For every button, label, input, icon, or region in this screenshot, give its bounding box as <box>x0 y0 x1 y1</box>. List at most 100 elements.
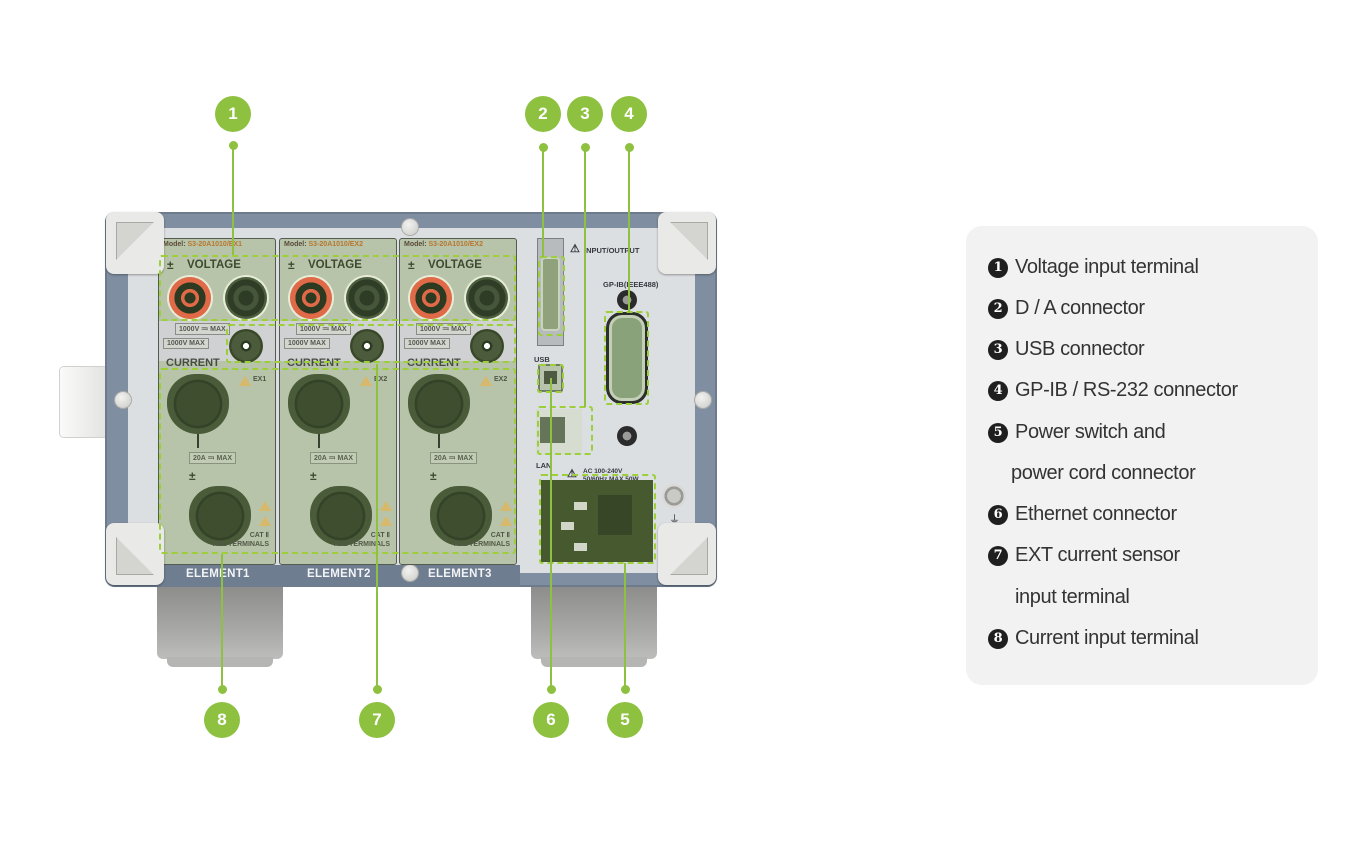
voltage-title: VOLTAGE <box>428 259 482 271</box>
legend-item-2: 2 D / A connector <box>988 297 1145 320</box>
shock-warning-icon <box>380 501 392 511</box>
current-rating: 20A ≕ MAX <box>430 452 478 464</box>
current-binding-post-bottom <box>310 486 372 546</box>
foot-right <box>531 587 657 667</box>
warning-icon <box>500 516 512 526</box>
inlet-pin <box>561 522 574 530</box>
gpib-connector <box>606 312 648 404</box>
element-label-2: ELEMENT2 <box>307 568 371 580</box>
ground-terminal <box>662 484 686 508</box>
callout-marker-1: 1 <box>215 96 251 132</box>
link-line <box>197 434 199 448</box>
current-rating: 20A ≕ MAX <box>189 452 237 464</box>
current-binding-post-top <box>288 374 350 434</box>
callout-marker-7: 7 <box>359 702 395 738</box>
warning-icon: ⚠ <box>570 243 580 255</box>
legend-number-badge: 1 <box>988 257 1008 278</box>
corner-bumper-bottom-left <box>106 523 164 585</box>
input-module-3: Model: S3-20A1010/EX2 ± VOLTAGE 1000V ≕ … <box>399 238 517 565</box>
ext-sensor-bnc <box>229 329 263 363</box>
callout-dot <box>547 685 556 694</box>
lan-label: LAN <box>536 461 552 470</box>
legend-text: Current input terminal <box>1015 627 1199 649</box>
side-handle <box>60 367 108 437</box>
legend-text: USB connector <box>1015 338 1145 360</box>
warning-icon <box>360 376 372 386</box>
usb-label: USB <box>534 355 550 364</box>
ext-label: EX2 <box>494 376 508 383</box>
legend-card: 1 Voltage input terminal 2 D / A connect… <box>966 226 1318 685</box>
voltage-rating-dc: 1000V ≕ MAX <box>296 323 351 335</box>
highlight-voltage-terminals <box>159 255 516 321</box>
legend-text: Power switch and <box>1015 421 1166 443</box>
input-output-label: INPUT/OUTPUT <box>584 246 640 255</box>
plus-minus-symbol: ± <box>288 258 295 272</box>
element-label-3: ELEMENT3 <box>428 568 492 580</box>
power-switch <box>598 495 632 535</box>
lan-connector <box>536 409 582 455</box>
current-rating: 20A ≕ MAX <box>310 452 358 464</box>
model-number: S3-20A1010/EX1 <box>187 241 242 248</box>
legend-item-5: 5 Power switch and <box>988 421 1166 444</box>
callout-marker-2: 2 <box>525 96 561 132</box>
inlet-pin <box>574 502 587 510</box>
gpib-label: GP-IB(IEEE488) <box>603 280 659 289</box>
callout-leader-3 <box>584 147 586 407</box>
legend-item-6: 6 Ethernet connector <box>988 503 1177 526</box>
voltage-jack-positive <box>410 277 452 319</box>
screw-left <box>115 392 131 408</box>
voltage-jack-positive <box>290 277 332 319</box>
current-binding-post-top <box>408 374 470 434</box>
voltage-jack-negative <box>225 277 267 319</box>
highlight-ext-sensor-terminals <box>226 324 516 363</box>
model-prefix: Model: <box>284 241 307 248</box>
callout-leader-4 <box>628 147 630 313</box>
callout-leader-8 <box>221 554 223 688</box>
current-title: CURRENT <box>166 357 220 369</box>
model-prefix: Model: <box>404 241 427 248</box>
shock-warning-icon <box>259 501 271 511</box>
element-label-strip <box>150 565 520 587</box>
input-module-1: Model: S3-20A1010/EX1 ± VOLTAGE 1000V ≕ … <box>158 238 276 565</box>
current-binding-post-bottom <box>430 486 492 546</box>
voltage-rating-dc: 1000V ≕ MAX <box>416 323 471 335</box>
callout-dot <box>373 685 382 694</box>
gpib-screw-bottom <box>617 426 637 446</box>
link-line <box>438 434 440 448</box>
legend-number-badge: 7 <box>988 545 1008 566</box>
element-label-1: ELEMENT1 <box>186 568 250 580</box>
screw-right <box>695 392 711 408</box>
legend-text: Ethernet connector <box>1015 503 1177 525</box>
callout-leader-2 <box>542 147 544 257</box>
gpib-screw-top <box>617 290 637 310</box>
corner-bumper-bottom-right <box>658 523 716 585</box>
voltage-title: VOLTAGE <box>187 259 241 271</box>
corner-bumper-top-right <box>658 212 716 274</box>
legend-number-badge: 3 <box>988 339 1008 360</box>
da-connector <box>541 257 560 331</box>
highlight-power-inlet <box>539 474 656 564</box>
highlight-gpib-connector <box>604 311 649 405</box>
voltage-jack-negative <box>346 277 388 319</box>
model-prefix: Model: <box>163 241 186 248</box>
voltage-title: VOLTAGE <box>308 259 362 271</box>
ext-label: EX2 <box>374 376 388 383</box>
cat-rating: CAT Ⅱ <box>490 532 510 539</box>
ext-sensor-bnc <box>350 329 384 363</box>
ext-sensor-bnc <box>470 329 504 363</box>
highlight-da-connector <box>538 256 565 336</box>
voltage-rating: 1000V MAX <box>284 338 330 349</box>
legend-number-badge: 4 <box>988 380 1008 401</box>
current-title: CURRENT <box>287 357 341 369</box>
plus-minus-symbol: ± <box>408 258 415 272</box>
callout-leader-1 <box>232 145 234 255</box>
legend-text: D / A connector <box>1015 297 1145 319</box>
legend-item-4: 4 GP-IB / RS-232 connector <box>988 379 1238 402</box>
warning-icon <box>259 516 271 526</box>
legend-text-continuation: power cord connector <box>1011 462 1196 484</box>
callout-marker-6: 6 <box>533 702 569 738</box>
cat-rating: CAT Ⅱ <box>249 532 269 539</box>
callout-marker-8: 8 <box>204 702 240 738</box>
legend-number-badge: 8 <box>988 628 1008 649</box>
